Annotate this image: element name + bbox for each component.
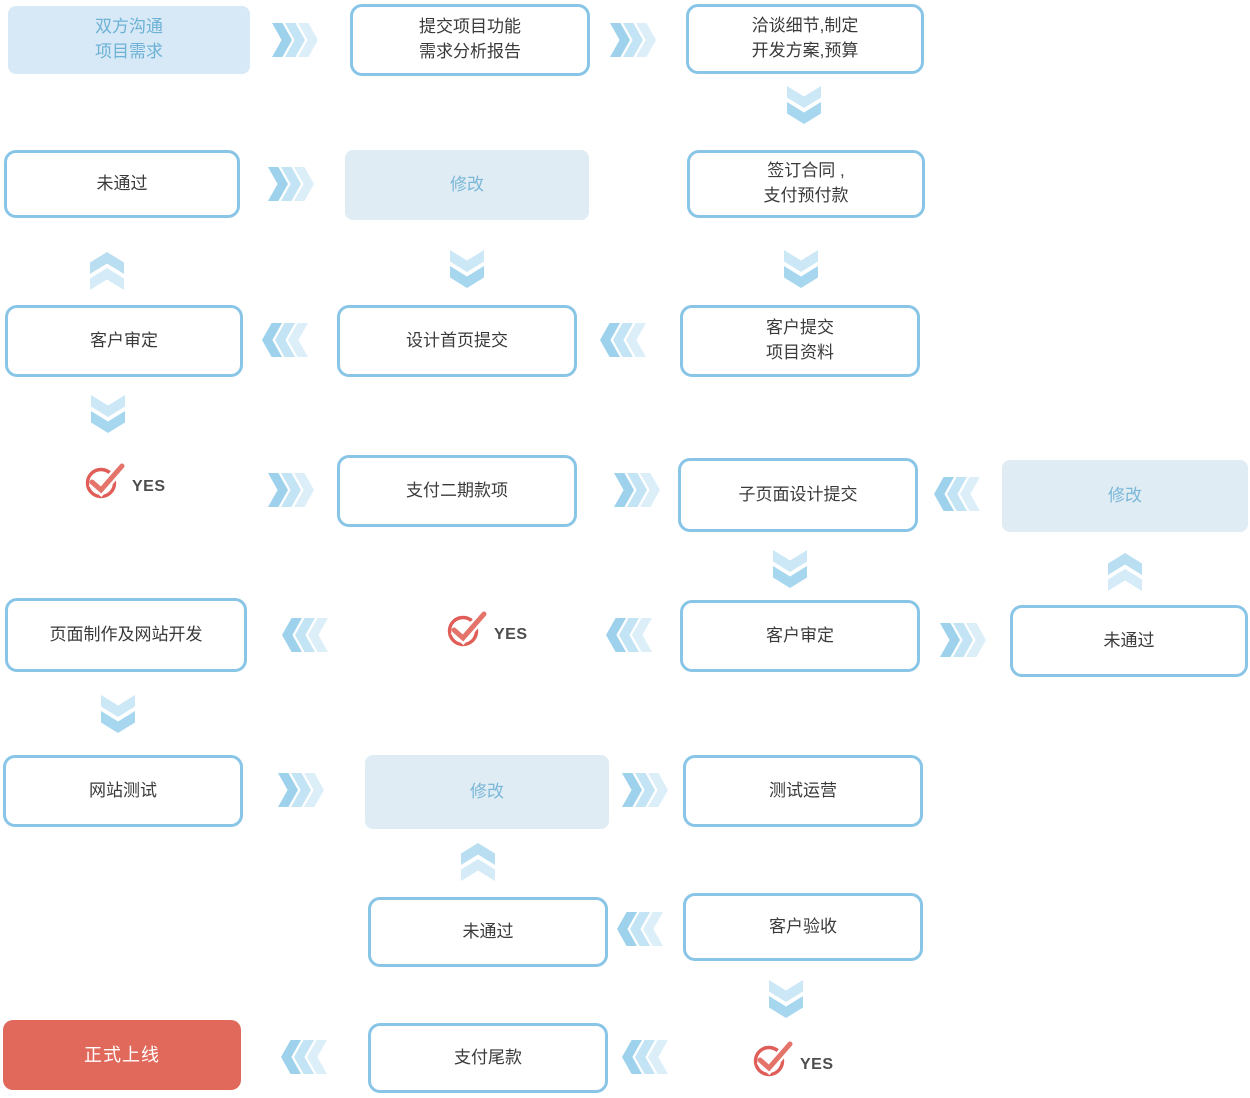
chevron-up-arrow-icon <box>1108 553 1142 591</box>
chevron-left-arrow-icon <box>617 912 663 946</box>
chevron-right-arrow-icon <box>614 473 660 507</box>
chevron-right-arrow-icon <box>278 773 324 807</box>
flow-node-negotiate: 洽谈细节,制定 开发方案,预算 <box>686 4 924 74</box>
chevron-left-arrow-icon <box>282 618 328 652</box>
chevron-left-arrow-icon <box>622 1040 668 1074</box>
node-label: 修改 <box>450 174 484 194</box>
flow-node-site-test: 网站测试 <box>3 755 243 827</box>
check-circle-icon <box>85 462 126 499</box>
chevron-right-arrow-icon <box>268 473 314 507</box>
node-label: 双方沟通 项目需求 <box>95 17 163 61</box>
chevron-left-arrow-icon <box>281 1040 327 1074</box>
check-circle-icon <box>447 610 488 647</box>
flow-node-submit-report: 提交项目功能 需求分析报告 <box>350 4 590 76</box>
chevron-down-arrow-icon <box>784 250 818 288</box>
node-label: 未通过 <box>462 921 514 941</box>
flow-node-submit-homepage: 设计首页提交 <box>337 305 577 377</box>
node-label: 支付尾款 <box>454 1047 522 1067</box>
node-label: 客户审定 <box>90 330 158 350</box>
chevron-left-arrow-icon <box>934 477 980 511</box>
yes-indicator: YES <box>84 458 166 502</box>
flow-node-start: 双方沟通 项目需求 <box>8 6 250 74</box>
node-label: 客户验收 <box>769 916 837 936</box>
flow-node-pay-phase2: 支付二期款项 <box>337 455 577 527</box>
chevron-down-arrow-icon <box>787 86 821 124</box>
chevron-left-arrow-icon <box>600 323 646 357</box>
flow-node-launch: 正式上线 <box>3 1020 241 1090</box>
chevron-up-arrow-icon <box>461 843 495 881</box>
node-label: 未通过 <box>96 173 148 193</box>
flow-node-submit-subpages: 子页面设计提交 <box>678 458 918 532</box>
flow-node-revise-3: 修改 <box>365 755 609 829</box>
chevron-right-arrow-icon <box>610 23 656 57</box>
flow-node-test-ops: 测试运营 <box>683 755 923 827</box>
yes-label: YES <box>800 1056 834 1073</box>
flow-node-client-materials: 客户提交 项目资料 <box>680 305 920 377</box>
flow-node-not-passed-2: 未通过 <box>1010 605 1248 677</box>
chevron-right-arrow-icon <box>940 623 986 657</box>
chevron-down-arrow-icon <box>101 695 135 733</box>
yes-label: YES <box>494 626 528 643</box>
node-label: 支付二期款项 <box>406 480 508 500</box>
flow-node-page-dev: 页面制作及网站开发 <box>5 598 247 672</box>
flow-node-revise-1: 修改 <box>345 150 589 220</box>
chevron-down-arrow-icon <box>91 395 125 433</box>
chevron-down-arrow-icon <box>769 980 803 1018</box>
flow-node-revise-2: 修改 <box>1002 460 1248 532</box>
flow-node-client-review-1: 客户审定 <box>5 305 243 377</box>
node-label: 洽谈细节,制定 开发方案,预算 <box>751 16 859 60</box>
node-label: 未通过 <box>1103 630 1155 650</box>
node-label: 提交项目功能 需求分析报告 <box>419 17 521 61</box>
node-label: 设计首页提交 <box>406 330 508 350</box>
flow-node-not-passed-3: 未通过 <box>368 897 608 967</box>
flow-node-sign-contract: 签订合同 , 支付预付款 <box>687 150 925 218</box>
node-label: 正式上线 <box>84 1044 160 1065</box>
flow-node-pay-final: 支付尾款 <box>368 1023 608 1093</box>
chevron-down-arrow-icon <box>450 250 484 288</box>
node-label: 修改 <box>470 781 504 801</box>
flow-node-not-passed-1: 未通过 <box>4 150 240 218</box>
chevron-right-arrow-icon <box>622 773 668 807</box>
chevron-left-arrow-icon <box>606 618 652 652</box>
node-label: 网站测试 <box>89 780 157 800</box>
chevron-up-arrow-icon <box>90 252 124 290</box>
chevron-right-arrow-icon <box>272 23 318 57</box>
node-label: 子页面设计提交 <box>738 484 858 504</box>
node-label: 客户审定 <box>766 625 834 645</box>
yes-indicator: YES <box>752 1036 834 1080</box>
yes-indicator: YES <box>446 606 528 650</box>
chevron-right-arrow-icon <box>268 167 314 201</box>
node-label: 测试运营 <box>769 780 837 800</box>
check-circle-icon <box>753 1040 794 1077</box>
chevron-down-arrow-icon <box>773 550 807 588</box>
node-label: 签订合同 , 支付预付款 <box>763 161 849 205</box>
flow-node-client-review-2: 客户审定 <box>680 600 920 672</box>
node-label: 页面制作及网站开发 <box>49 624 203 644</box>
node-label: 客户提交 项目资料 <box>766 318 834 362</box>
yes-label: YES <box>132 478 166 495</box>
node-label: 修改 <box>1108 485 1142 505</box>
chevron-left-arrow-icon <box>262 323 308 357</box>
flow-node-client-accept: 客户验收 <box>683 893 923 961</box>
